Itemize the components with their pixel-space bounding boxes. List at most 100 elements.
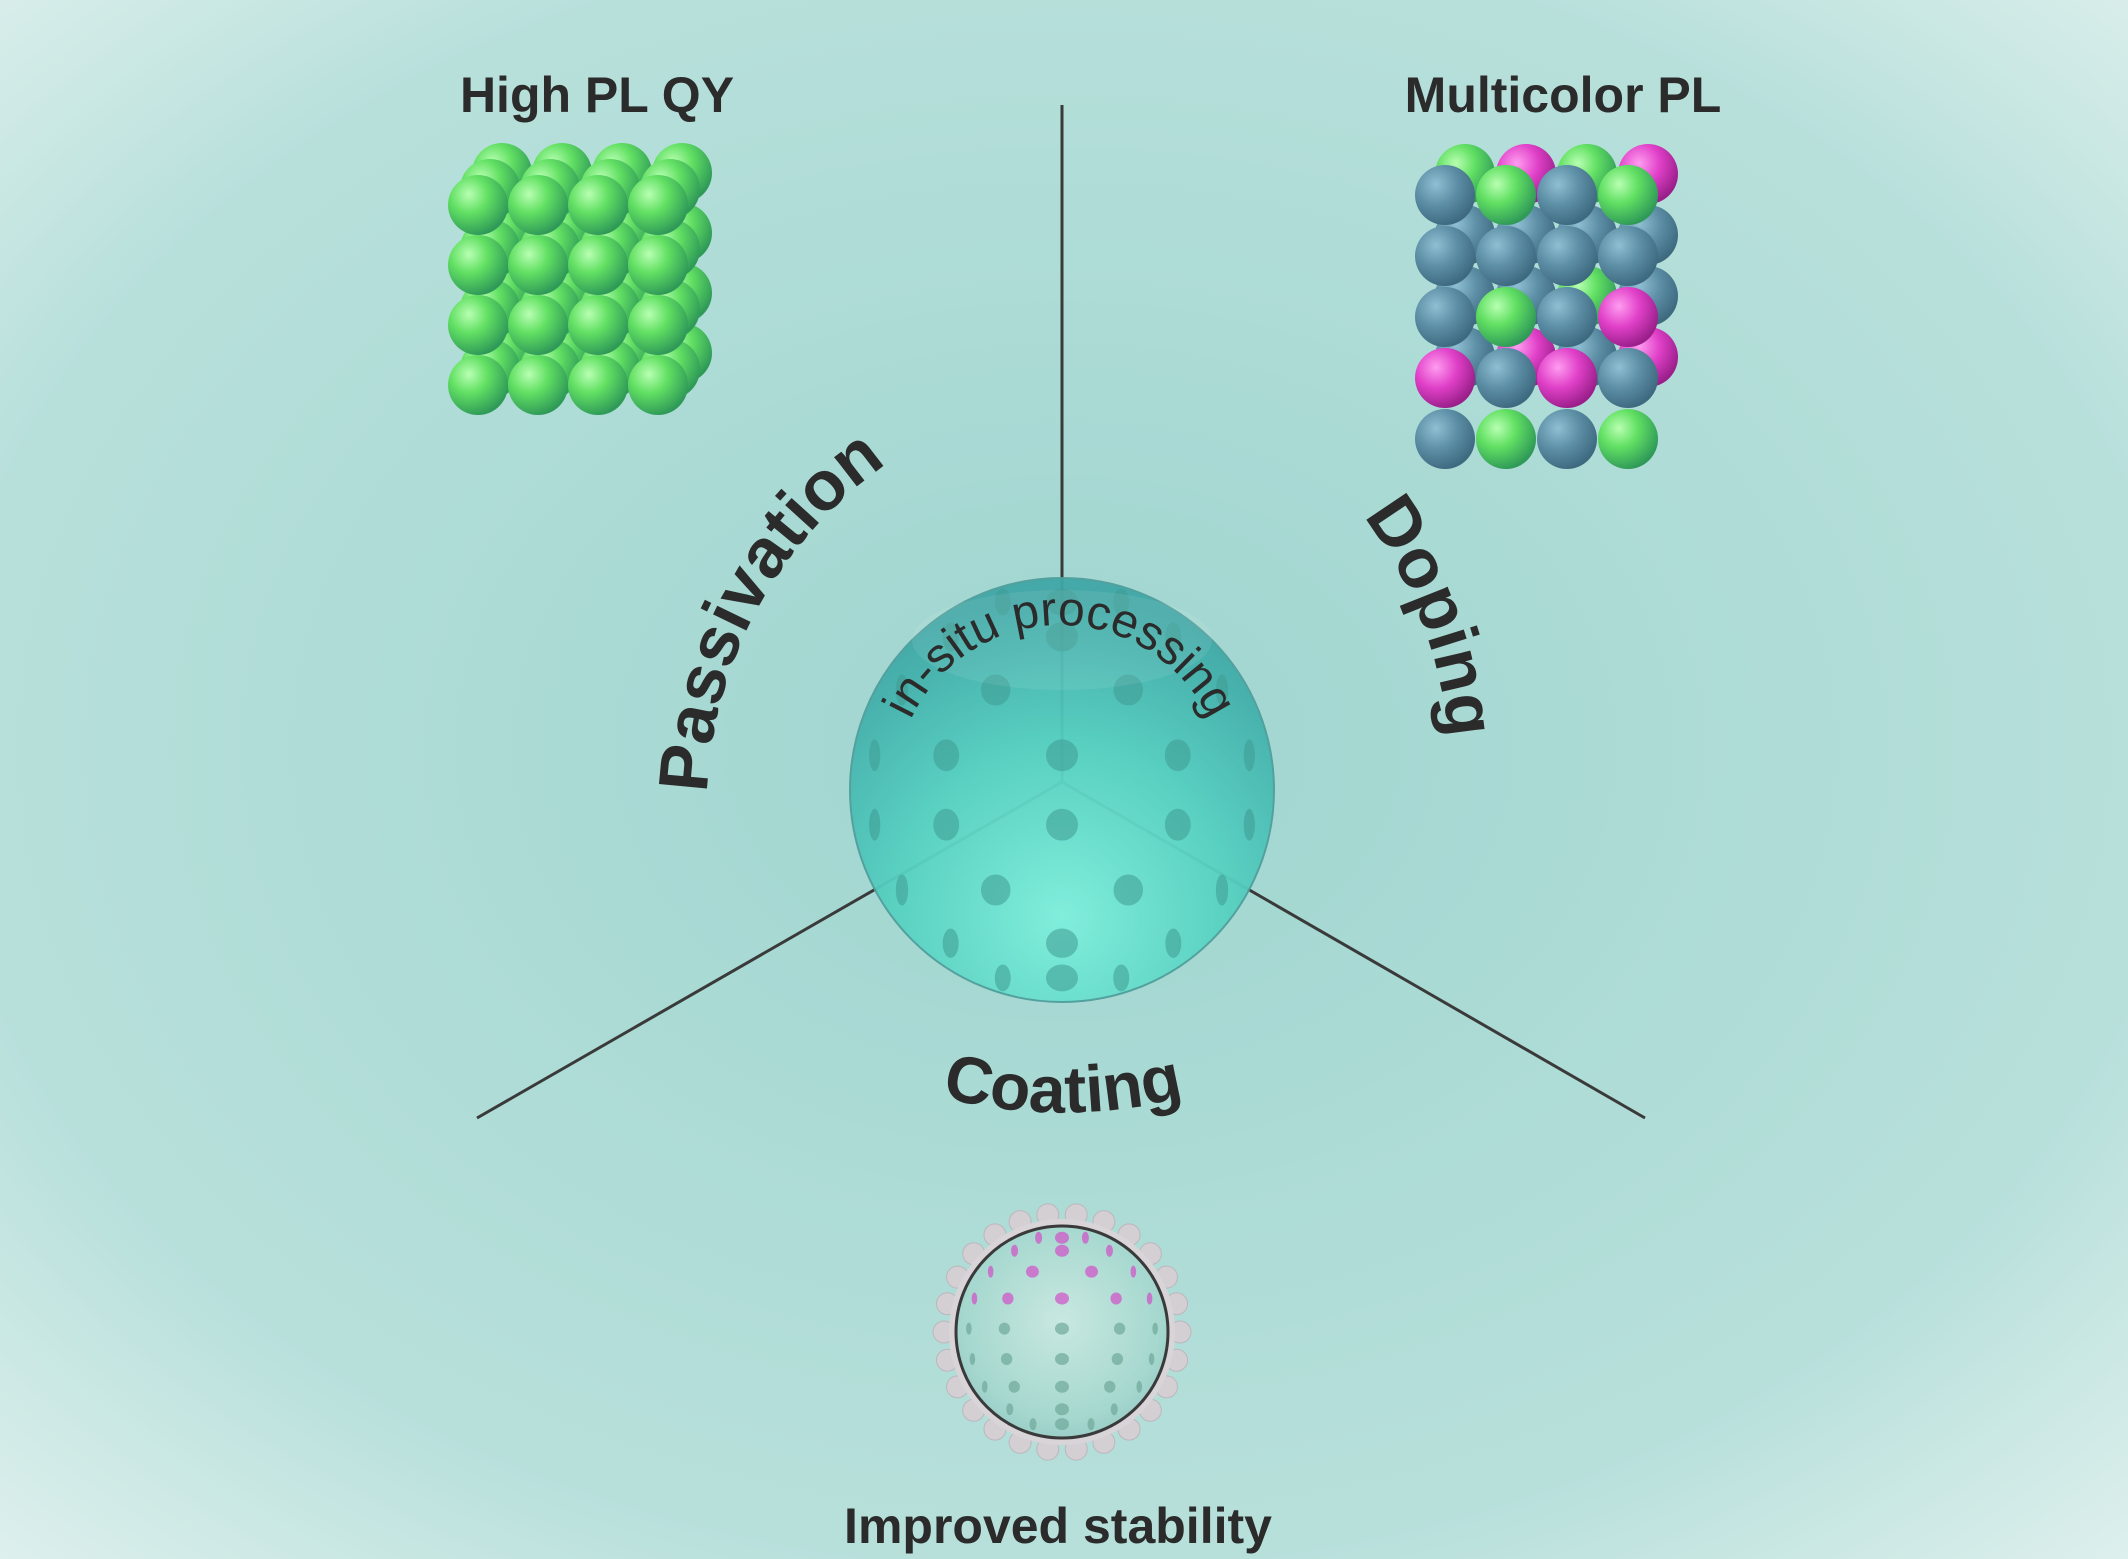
outcome-multicolor-pl: Multicolor PL bbox=[1404, 67, 1722, 123]
green-atom bbox=[568, 355, 628, 415]
dopant-atom bbox=[1476, 348, 1536, 408]
sphere-pore bbox=[1165, 622, 1182, 652]
small-sphere-pore bbox=[1029, 1418, 1037, 1431]
green-atom bbox=[448, 295, 508, 355]
dopant-atom bbox=[1537, 226, 1597, 286]
small-sphere-pore bbox=[1152, 1322, 1158, 1335]
green-atom bbox=[628, 235, 688, 295]
dopant-atom bbox=[1598, 165, 1658, 225]
dopant-atom bbox=[1415, 226, 1475, 286]
dopant-atom bbox=[1415, 409, 1475, 469]
dopant-atom bbox=[1476, 165, 1536, 225]
small-sphere-pore bbox=[1006, 1403, 1014, 1416]
dopant-atom bbox=[1598, 348, 1658, 408]
sphere-pore bbox=[1113, 588, 1130, 616]
small-sphere-pore bbox=[981, 1380, 988, 1393]
sphere-pore bbox=[1113, 874, 1144, 906]
small-sphere-pore bbox=[1130, 1265, 1137, 1278]
small-sphere-pore bbox=[1055, 1380, 1069, 1393]
small-sphere-pore bbox=[1055, 1418, 1069, 1431]
green-atom bbox=[628, 295, 688, 355]
dopant-atom bbox=[1598, 287, 1658, 347]
green-atom bbox=[568, 295, 628, 355]
small-sphere-pore bbox=[1000, 1353, 1013, 1366]
dopant-atom bbox=[1415, 165, 1475, 225]
sphere-pore bbox=[1164, 808, 1191, 841]
small-sphere-pore bbox=[966, 1322, 972, 1335]
dopant-atom bbox=[1537, 409, 1597, 469]
dopant-atom bbox=[1415, 287, 1475, 347]
sphere-pore bbox=[933, 739, 960, 772]
dopant-atom bbox=[1537, 165, 1597, 225]
small-sphere-pore bbox=[1104, 1380, 1116, 1393]
small-sphere-pore bbox=[1146, 1292, 1153, 1305]
small-sphere-pore bbox=[1055, 1403, 1069, 1416]
small-sphere-pore bbox=[1085, 1265, 1099, 1278]
sphere-pore bbox=[1215, 874, 1229, 906]
outcome-improved-stability: Improved stability bbox=[844, 1498, 1272, 1554]
small-sphere-pore bbox=[1055, 1231, 1069, 1244]
green-atom bbox=[508, 355, 568, 415]
green-atom bbox=[508, 235, 568, 295]
outcome-high-pl-qy: High PL QY bbox=[459, 67, 735, 123]
small-sphere-pore bbox=[969, 1353, 976, 1366]
sphere-pore bbox=[869, 739, 881, 772]
dopant-atom bbox=[1598, 226, 1658, 286]
sphere-pore bbox=[1215, 674, 1229, 706]
dopant-atom bbox=[1537, 348, 1597, 408]
sphere-pore bbox=[895, 674, 909, 706]
small-sphere-pore bbox=[1055, 1353, 1069, 1366]
sphere-pore bbox=[980, 674, 1011, 706]
sphere-pore bbox=[933, 808, 960, 841]
small-sphere-pore bbox=[1002, 1292, 1014, 1305]
green-atom bbox=[628, 355, 688, 415]
sphere-pore bbox=[994, 588, 1011, 616]
small-sphere-pore bbox=[1148, 1353, 1155, 1366]
sphere-pore bbox=[1243, 739, 1255, 772]
small-sphere-pore bbox=[1055, 1292, 1069, 1305]
small-sphere-pore bbox=[1008, 1380, 1020, 1393]
small-sphere-pore bbox=[987, 1265, 994, 1278]
green-atom bbox=[448, 355, 508, 415]
small-sphere-pore bbox=[1055, 1244, 1069, 1257]
small-sphere-pore bbox=[1113, 1322, 1126, 1335]
small-sphere-pore bbox=[1105, 1244, 1113, 1257]
sphere-pore bbox=[1046, 964, 1078, 992]
sphere-pore bbox=[869, 808, 881, 841]
sphere-pore bbox=[942, 928, 959, 958]
dopant-atom bbox=[1476, 287, 1536, 347]
small-sphere-pore bbox=[1111, 1353, 1124, 1366]
green-atom bbox=[508, 295, 568, 355]
dopant-atom bbox=[1476, 409, 1536, 469]
dopant-atom bbox=[1537, 287, 1597, 347]
sphere-pore bbox=[994, 964, 1011, 992]
small-sphere-pore bbox=[1136, 1380, 1143, 1393]
sphere-pore bbox=[1046, 588, 1078, 616]
sphere-pore bbox=[1243, 808, 1255, 841]
dopant-atom bbox=[1415, 348, 1475, 408]
small-sphere-pore bbox=[1035, 1231, 1043, 1244]
sphere-pore bbox=[895, 874, 909, 906]
small-sphere-pore bbox=[1110, 1292, 1122, 1305]
small-sphere-pore bbox=[1081, 1231, 1089, 1244]
green-atom bbox=[628, 175, 688, 235]
green-atom bbox=[448, 175, 508, 235]
green-atom bbox=[568, 235, 628, 295]
dopant-atom bbox=[1476, 226, 1536, 286]
coated-sphere-icon bbox=[932, 1203, 1192, 1461]
small-sphere-pore bbox=[1110, 1403, 1118, 1416]
small-sphere-pore bbox=[998, 1322, 1011, 1335]
sphere-pore bbox=[1164, 739, 1191, 772]
sphere-pore bbox=[1046, 808, 1078, 841]
green-atom bbox=[448, 235, 508, 295]
green-atom bbox=[568, 175, 628, 235]
small-sphere-pore bbox=[1087, 1418, 1095, 1431]
sphere-pore bbox=[1165, 928, 1182, 958]
green-atom bbox=[508, 175, 568, 235]
small-sphere-pore bbox=[1025, 1265, 1039, 1278]
sphere-pore bbox=[1113, 674, 1144, 706]
sphere-pore bbox=[1046, 739, 1078, 772]
sphere-pore bbox=[1113, 964, 1130, 992]
